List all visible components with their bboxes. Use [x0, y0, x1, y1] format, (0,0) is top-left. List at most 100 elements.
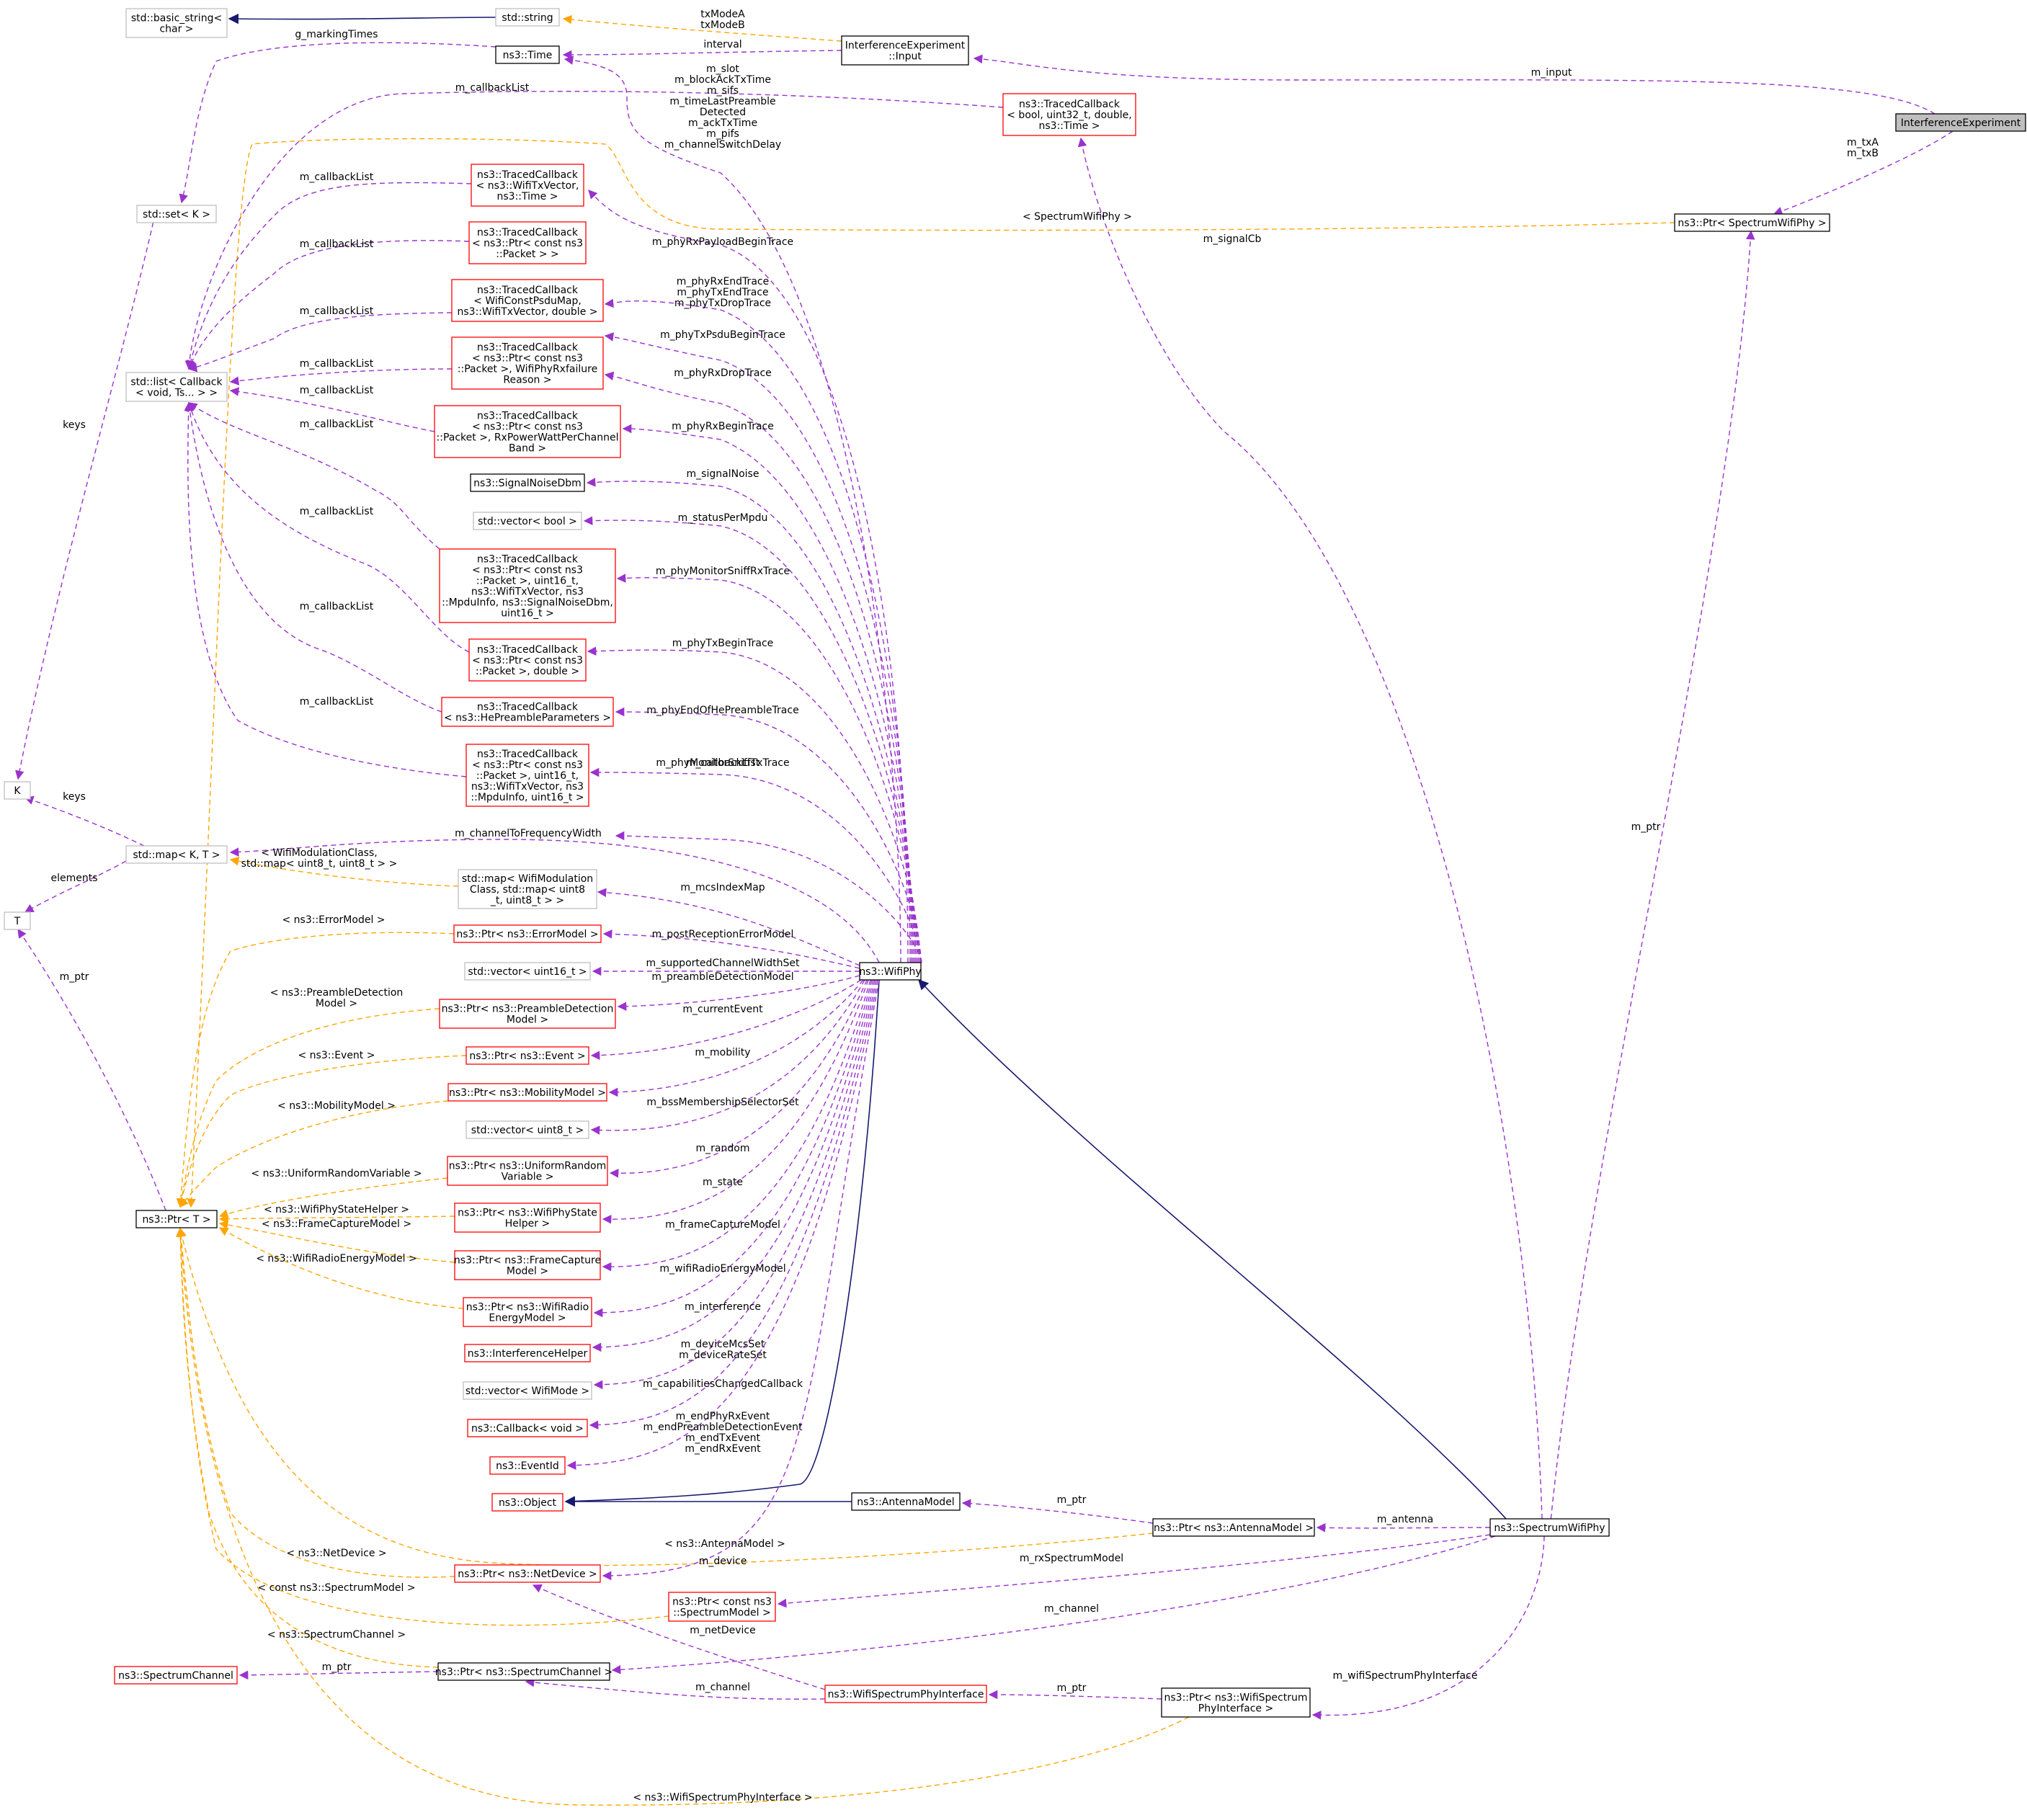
node-box	[437, 1662, 610, 1681]
edges-layer	[14, 13, 1954, 1806]
node-box	[1002, 93, 1136, 136]
member-edge	[593, 979, 873, 1318]
member-edge	[587, 646, 921, 963]
member-edge	[563, 55, 901, 963]
node-ptr-net-device[interactable]: ns3::Ptr< ns3::NetDevice >	[454, 1564, 601, 1583]
node-tc-packet[interactable]: ns3::TracedCallback< ns3::Ptr< const ns3…	[468, 221, 587, 264]
node-box	[454, 1564, 601, 1583]
node-vec-uint16[interactable]: std::vector< uint16_t >	[464, 962, 591, 981]
node-box	[458, 869, 597, 909]
node-tc-sniff-tx[interactable]: ns3::TracedCallback< ns3::Ptr< const ns3…	[465, 744, 589, 807]
node-box	[468, 221, 587, 264]
node-vec-uint8[interactable]: std::vector< uint8_t >	[465, 1120, 589, 1139]
node-ptr-spectrum-wifi-phy[interactable]: ns3::Ptr< SpectrumWifiPhy >	[1674, 213, 1830, 232]
node-tc-psdumap[interactable]: ns3::TracedCallback< WifiConstPsduMap,ns…	[451, 279, 604, 322]
edge-label: m_rxSpectrumModel	[1020, 1553, 1123, 1564]
node-wifi-phy[interactable]: ns3::WifiPhy	[859, 962, 922, 981]
node-tc-txvector[interactable]: ns3::TracedCallback< ns3::WifiTxVector,n…	[471, 164, 584, 207]
node-std-list[interactable]: std::list< Callback< void, Ts... > >	[125, 372, 228, 402]
node-std-string[interactable]: std::string	[495, 8, 560, 27]
node-interference-experiment[interactable]: InterferenceExperiment	[1895, 113, 2026, 132]
node-label-line: Band >	[509, 443, 546, 455]
edge-label: < ns3::Event >	[298, 1050, 375, 1061]
node-ptr-spectrum-model[interactable]: ns3::Ptr< const ns3::SpectrumModel >	[668, 1592, 776, 1622]
edge-label: interval	[703, 39, 741, 50]
edge-label-line: m_currentEvent	[682, 1004, 763, 1015]
node-std-set[interactable]: std::set< K >	[136, 205, 217, 223]
node-ptr-mobility[interactable]: ns3::Ptr< ns3::MobilityModel >	[447, 1083, 607, 1102]
node-ptr-event[interactable]: ns3::Ptr< ns3::Event >	[465, 1046, 589, 1065]
node-ptr-spectrum-channel[interactable]: ns3::Ptr< ns3::SpectrumChannel >	[435, 1662, 612, 1681]
node-label-line: ns3::EventId	[496, 1460, 559, 1472]
edge-label-line: m_signalCb	[1203, 233, 1262, 245]
node-label-line: T	[14, 916, 21, 927]
node-interference-helper[interactable]: ns3::InterferenceHelper	[464, 1344, 591, 1362]
edge-label: m_phyMonitorSniffTxTrace	[656, 757, 789, 769]
edge-label: m_ptr	[322, 1661, 352, 1673]
node-callback-void[interactable]: ns3::Callback< void >	[467, 1419, 588, 1437]
member-edge	[1773, 130, 1954, 215]
node-box	[447, 1083, 607, 1102]
node-label-line: ::MpduInfo, uint16_t >	[471, 792, 584, 803]
node-label-line: ns3::Ptr< ns3::FrameCapture	[454, 1255, 601, 1267]
node-label-line: < WifiConstPsduMap,	[473, 295, 582, 307]
node-ptr-t[interactable]: ns3::Ptr< T >	[135, 1210, 218, 1228]
node-label-line: ns3::Time >	[1039, 120, 1100, 132]
edge-label-line: m_callbackList	[300, 238, 374, 250]
node-box	[1489, 1518, 1610, 1537]
node-box	[668, 1592, 776, 1622]
node-tc-bool[interactable]: ns3::TracedCallback< bool, uint32_t, dou…	[1002, 93, 1136, 136]
node-basic-string[interactable]: std::basic_string<char >	[125, 8, 228, 38]
node-event-id[interactable]: ns3::EventId	[489, 1456, 566, 1475]
node-ptr-antenna[interactable]: ns3::Ptr< ns3::AntennaModel >	[1152, 1518, 1315, 1537]
node-tc-rxpower[interactable]: ns3::TracedCallback< ns3::Ptr< const ns3…	[434, 405, 621, 458]
node-vec-bool[interactable]: std::vector< bool >	[473, 512, 582, 530]
node-tc-rxfailure[interactable]: ns3::TracedCallback< ns3::Ptr< const ns3…	[451, 336, 604, 390]
edge-label-line: Detected	[700, 107, 746, 118]
node-label: std::map< K, T >	[133, 849, 220, 861]
node-box	[465, 744, 589, 807]
node-label: ns3::Ptr< const ns3::SpectrumModel >	[672, 1597, 772, 1619]
node-label-line: ns3::Ptr< ns3::UniformRandom	[449, 1161, 607, 1172]
node-label: ns3::TracedCallback< WifiConstPsduMap,ns…	[458, 285, 598, 318]
node-spectrum-channel[interactable]: ns3::SpectrumChannel	[114, 1666, 238, 1685]
edge-label: m_channelToFrequencyWidth	[455, 828, 602, 839]
node-antenna-model[interactable]: ns3::AntennaModel	[851, 1492, 961, 1511]
node-label-line: ns3::Time	[503, 50, 553, 61]
node-tc-sniff-rx[interactable]: ns3::TracedCallback< ns3::Ptr< const ns3…	[439, 548, 616, 623]
node-vec-wifimode[interactable]: std::vector< WifiMode >	[463, 1381, 592, 1400]
edge-label-line: m_rxSpectrumModel	[1020, 1553, 1123, 1564]
node-label: ns3::WifiSpectrumPhyInterface	[828, 1689, 984, 1700]
node-t[interactable]: T	[4, 911, 31, 930]
node-signal-noise[interactable]: ns3::SignalNoiseDbm	[470, 473, 585, 492]
node-wifi-spectrum-iface[interactable]: ns3::WifiSpectrumPhyInterface	[824, 1685, 987, 1703]
node-tc-he-preamble[interactable]: ns3::TracedCallback< ns3::HePreamblePara…	[441, 697, 614, 727]
node-label-line: < ns3::Ptr< const ns3	[472, 353, 583, 365]
node-object[interactable]: ns3::Object	[491, 1493, 563, 1512]
edge-label: keys	[63, 791, 86, 803]
edge-label-line: m_callbackList	[300, 696, 374, 708]
node-ns3-time[interactable]: ns3::Time	[495, 45, 560, 64]
node-std-map[interactable]: std::map< K, T >	[125, 845, 228, 864]
node-ie-input[interactable]: InterferenceExperiment::Input	[841, 35, 969, 66]
member-edge	[597, 888, 860, 966]
node-box	[125, 372, 228, 402]
node-tc-pkt-double[interactable]: ns3::TracedCallback< ns3::Ptr< const ns3…	[468, 638, 587, 682]
member-edge	[179, 42, 496, 204]
template-edge	[218, 1227, 464, 1309]
node-k[interactable]: K	[4, 781, 31, 800]
node-ptr-error-model[interactable]: ns3::Ptr< ns3::ErrorModel >	[453, 924, 602, 943]
edge-label: m_callbackList	[300, 506, 374, 517]
node-spectrum-wifi-phy[interactable]: ns3::SpectrumWifiPhy	[1489, 1518, 1610, 1537]
